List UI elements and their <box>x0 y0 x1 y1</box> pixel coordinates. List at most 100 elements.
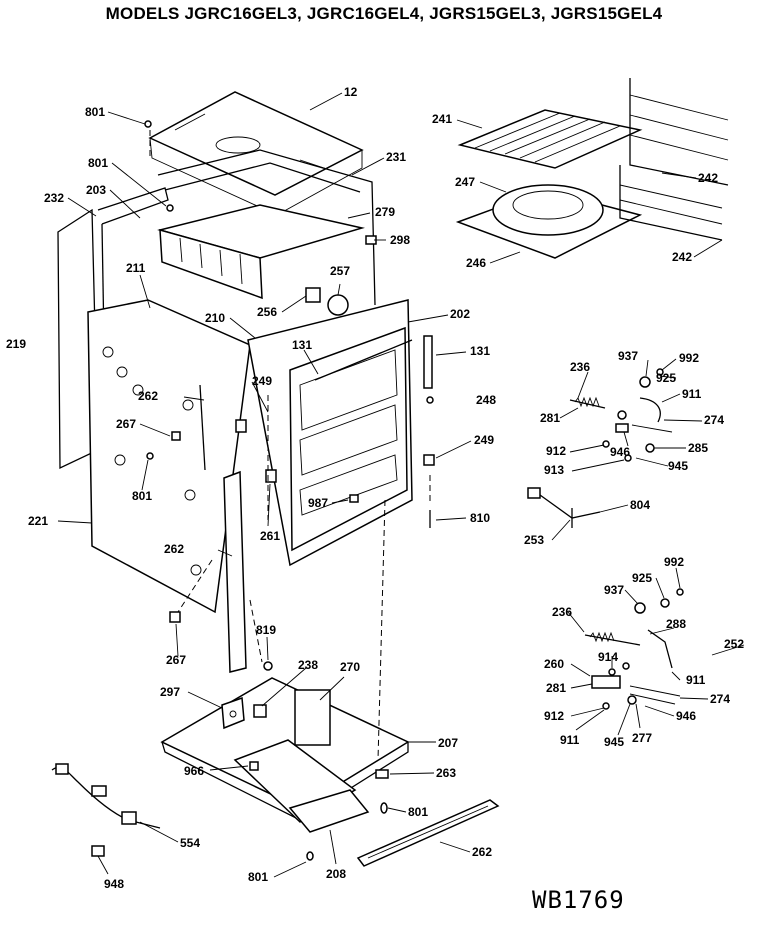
callout-261: 261 <box>260 529 280 543</box>
callout-263: 263 <box>436 766 456 780</box>
callout-810: 810 <box>470 511 490 525</box>
callout-257: 257 <box>330 264 350 278</box>
callout-298: 298 <box>390 233 410 247</box>
bottom-base-part <box>160 677 410 833</box>
callout-281: 281 <box>546 681 566 695</box>
callout-249: 249 <box>474 433 494 447</box>
callout-801: 801 <box>248 870 268 884</box>
callout-231: 231 <box>386 150 406 164</box>
callout-801: 801 <box>408 805 428 819</box>
callout-246: 246 <box>466 256 486 270</box>
callout-247: 247 <box>455 175 475 189</box>
callout-288: 288 <box>666 617 686 631</box>
callout-262: 262 <box>138 389 158 403</box>
lower-control-assembly <box>584 588 684 710</box>
callout-210: 210 <box>205 311 225 325</box>
callout-946: 946 <box>610 445 630 459</box>
callout-801: 801 <box>132 489 152 503</box>
kick-trim-part <box>356 799 500 867</box>
callout-274: 274 <box>710 692 730 706</box>
installation-lines <box>149 130 431 761</box>
callout-207: 207 <box>438 736 458 750</box>
callout-937: 937 <box>604 583 624 597</box>
callout-241: 241 <box>432 112 452 126</box>
bracket-part <box>221 696 267 730</box>
callout-267: 267 <box>116 417 136 431</box>
callout-992: 992 <box>679 351 699 365</box>
callout-912: 912 <box>544 709 564 723</box>
callout-238: 238 <box>298 658 318 672</box>
callout-202: 202 <box>450 307 470 321</box>
callout-249: 249 <box>252 374 272 388</box>
callout-819: 819 <box>256 623 276 637</box>
callout-946: 946 <box>676 709 696 723</box>
diagram-code: WB1769 <box>532 886 625 914</box>
callout-256: 256 <box>257 305 277 319</box>
callout-937: 937 <box>618 349 638 363</box>
upper-control-assembly <box>569 368 673 462</box>
callout-911: 911 <box>682 387 702 401</box>
callout-945: 945 <box>604 735 624 749</box>
callout-262: 262 <box>472 845 492 859</box>
oven-burner-part <box>455 184 643 259</box>
leader-lines <box>57 92 745 878</box>
callout-262: 262 <box>164 542 184 556</box>
callout-912: 912 <box>546 444 566 458</box>
burner-box-part <box>157 204 365 300</box>
oven-rack-part <box>457 109 643 169</box>
callout-208: 208 <box>326 867 346 881</box>
callout-203: 203 <box>86 183 106 197</box>
callout-131: 131 <box>292 338 312 352</box>
callout-242: 242 <box>672 250 692 264</box>
callout-270: 270 <box>340 660 360 674</box>
callout-131: 131 <box>470 344 490 358</box>
callout-945: 945 <box>668 459 688 473</box>
callout-267: 267 <box>166 653 186 667</box>
vertical-trim-strip <box>223 470 247 673</box>
callout-801: 801 <box>88 156 108 170</box>
callout-913: 913 <box>544 463 564 477</box>
callout-274: 274 <box>704 413 724 427</box>
light-socket-part <box>305 287 349 316</box>
igniter-part <box>527 487 601 528</box>
callout-966: 966 <box>184 764 204 778</box>
diagram-title: MODELS JGRC16GEL3, JGRC16GEL4, JGRS15GEL… <box>105 4 663 23</box>
callout-248: 248 <box>476 393 496 407</box>
callout-911: 911 <box>686 673 706 687</box>
callout-221: 221 <box>28 514 48 528</box>
callout-992: 992 <box>664 555 684 569</box>
callout-12: 12 <box>344 85 358 99</box>
callout-911: 911 <box>560 733 580 747</box>
main-side-panel <box>87 299 251 614</box>
callout-219: 219 <box>6 337 26 351</box>
small-hardware <box>265 396 435 528</box>
callout-253: 253 <box>524 533 544 547</box>
callout-914: 914 <box>598 650 618 664</box>
callout-211: 211 <box>126 261 146 275</box>
callout-297: 297 <box>160 685 180 699</box>
callout-260: 260 <box>544 657 564 671</box>
element-rod-part <box>423 335 433 389</box>
callout-labels: 801 12 241 801 231 232 203 247 242 279 2… <box>6 85 744 891</box>
callout-285: 285 <box>688 441 708 455</box>
callout-925: 925 <box>632 571 652 585</box>
callout-242: 242 <box>698 171 718 185</box>
rack-supports-part <box>619 78 729 241</box>
wiring-harness-part <box>51 763 161 829</box>
callout-804: 804 <box>630 498 650 512</box>
callout-281: 281 <box>540 411 560 425</box>
callout-277: 277 <box>632 731 652 745</box>
callout-925: 925 <box>656 371 676 385</box>
top-cover-part <box>148 91 364 216</box>
oven-liner-part <box>247 299 413 567</box>
callout-948: 948 <box>104 877 124 891</box>
callout-232: 232 <box>44 191 64 205</box>
callout-987: 987 <box>308 496 328 510</box>
callout-236: 236 <box>570 360 590 374</box>
callout-801: 801 <box>85 105 105 119</box>
callout-554: 554 <box>180 836 200 850</box>
callout-252: 252 <box>724 637 744 651</box>
callout-236: 236 <box>552 605 572 619</box>
callout-279: 279 <box>375 205 395 219</box>
